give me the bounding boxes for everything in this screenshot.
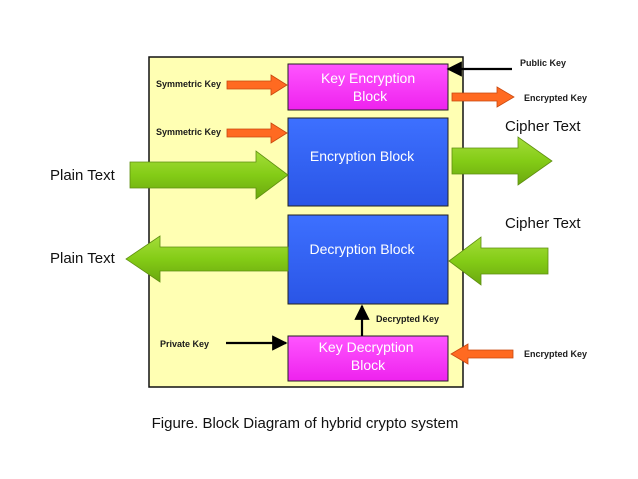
svg-text:Key Encryption Block: Key Encryption Block	[321, 70, 419, 104]
encrypted-key-out-label: Encrypted Key	[524, 93, 587, 103]
cipher-text-out-arrow	[451, 136, 553, 186]
key-decryption-label-2: Block	[351, 357, 386, 373]
symmetric-key-label-2: Symmetric Key	[156, 127, 221, 137]
symmetric-key-label-1: Symmetric Key	[156, 79, 221, 89]
plain-text-out-label: Plain Text	[50, 250, 116, 267]
encrypted-key-in-arrow	[450, 343, 514, 365]
decrypted-key-label: Decrypted Key	[376, 314, 439, 324]
symmetric-key-arrow-1	[226, 74, 288, 96]
key-encryption-block	[287, 63, 449, 111]
public-key-label: Public Key	[520, 58, 566, 68]
decryption-block	[287, 214, 449, 305]
cipher-text-out-label: Cipher Text	[505, 118, 581, 135]
key-encryption-label-1: Key Encryption	[321, 70, 415, 86]
cipher-text-in-arrow	[448, 236, 549, 286]
cipher-text-in-label: Cipher Text	[505, 215, 581, 232]
decryption-block-label: Decryption Block	[309, 241, 415, 257]
key-decryption-label-1: Key Decryption	[319, 339, 414, 355]
encryption-block-label: Encryption Block	[310, 148, 415, 164]
plain-text-in-arrow	[129, 150, 289, 200]
plain-text-out-arrow	[125, 235, 289, 283]
encrypted-key-in-label: Encrypted Key	[524, 349, 587, 359]
key-decryption-block	[287, 335, 449, 382]
symmetric-key-arrow-2	[226, 122, 288, 144]
encrypted-key-out-arrow	[451, 86, 515, 108]
figure-caption: Figure. Block Diagram of hybrid crypto s…	[151, 415, 459, 432]
svg-text:Key Decryption Block: Key Decryption Block	[319, 339, 418, 373]
encryption-block	[287, 117, 449, 207]
plain-text-in-label: Plain Text	[50, 167, 116, 184]
private-key-label: Private Key	[160, 339, 209, 349]
key-encryption-label-2: Block	[353, 88, 388, 104]
